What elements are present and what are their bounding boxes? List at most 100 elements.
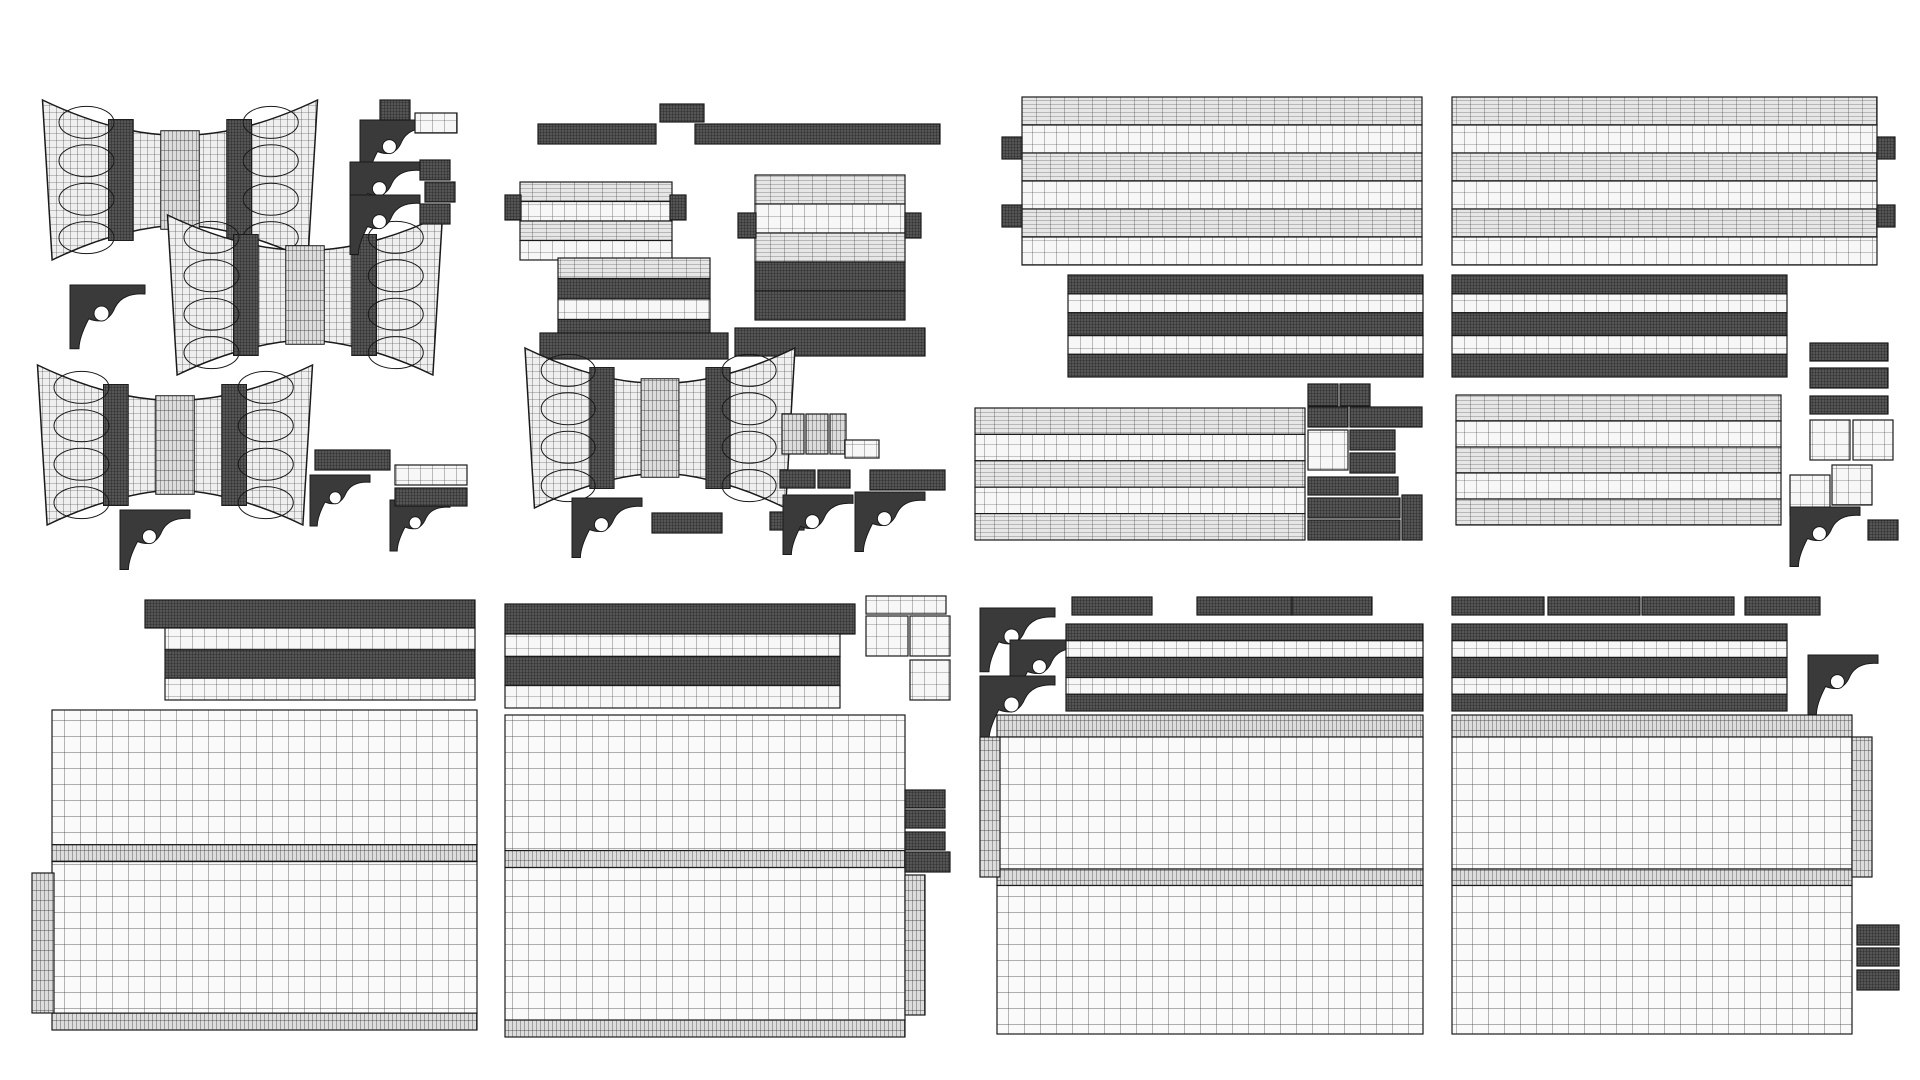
uv-island-60 [1307,406,1349,428]
uv-island-149 [1856,947,1900,967]
uv-island-40 [1021,96,1423,126]
uv-island-38 [651,512,723,534]
bowtie-island-3-lobe-l2 [53,447,110,481]
uv-island-6 [314,449,391,471]
uv-island-44 [1021,208,1423,238]
uv-island-29 [904,212,922,239]
uv-island-56 [974,486,1306,515]
uv-island-27 [754,290,906,321]
uv-island-48 [1067,274,1424,295]
uv-island-122 [1196,596,1293,616]
uv-island-64 [1349,452,1396,474]
uv-island-137 [1744,596,1821,616]
uv-island-123 [1291,596,1373,616]
bowtie-island-4-lobe-l1 [540,392,596,426]
uv-island-104 [504,603,856,635]
uv-island-35 [779,469,816,489]
scroll-bracket-icon-curl [328,491,342,505]
uv-island-31 [781,413,805,455]
uv-island-61 [1349,406,1423,428]
bowtie-island-3-band-right [221,384,247,506]
uv-island-50 [1067,312,1424,337]
bowtie-island-2-lobe-r2 [367,297,424,331]
uv-island-5 [419,203,451,225]
bowtie-island-1-band-right [226,119,252,241]
bowtie-island-2-lobe-l2 [183,297,240,331]
uv-island-23 [754,174,906,205]
uv-island-102 [51,1012,478,1031]
bowtie-island-4-lobe-r1 [721,392,777,426]
uv-island-28 [737,212,757,239]
bowtie-island-2-lobe-r3 [367,336,424,370]
bowtie-island-4-band-left [589,367,615,489]
uv-island-126 [1065,656,1424,679]
uv-island-97 [164,649,476,679]
uv-island-24 [754,203,906,234]
uv-island-125 [1065,640,1424,659]
bowtie-island-2-lobe-r1 [367,259,424,293]
uv-island-100 [51,844,478,863]
uv-island-86 [1455,498,1782,526]
bowtie-island-3-lobe-l3 [53,486,110,520]
uv-island-72 [1451,180,1878,210]
bowtie-island-3-lobe-l0 [53,370,110,404]
bowtie-island-3-lobe-r0 [237,370,294,404]
uv-island-115 [504,1019,906,1038]
scroll-bracket-icon-curl [1811,526,1827,542]
bowtie-island-1-lobe-l3 [58,221,115,255]
uv-island-15 [519,239,673,261]
bowtie-island-4-lobe-r0 [721,353,777,387]
uv-island-101 [51,860,478,1014]
uv-island-120 [904,851,951,873]
uv-island-79 [1451,312,1788,337]
uv-island-90 [1809,419,1851,461]
bowtie-island-1-lobe-l2 [58,182,115,216]
uv-island-49 [1067,293,1424,314]
uv-island-142 [1451,693,1788,712]
bowtie-island-3-core [155,395,195,495]
uv-island-30 [734,327,926,357]
bowtie-island-4-lobe-l0 [540,353,596,387]
bowtie-island-2-lobe-l3 [183,336,240,370]
uv-island-127 [1065,676,1424,695]
uv-island-74 [1451,236,1878,266]
uv-island-67 [1307,519,1401,541]
uv-island-2 [414,112,458,134]
uv-island-119 [904,831,946,851]
bowtie-island-1-lobe-r2 [242,182,299,216]
scroll-bracket-icon-curl [408,516,422,530]
uv-island-88 [1809,367,1889,389]
bowtie-island-4-lobe-r3 [721,469,777,503]
uv-island-112 [504,714,906,852]
uv-island-131 [996,868,1424,887]
uv-island-3 [419,159,451,181]
bowtie-island-1-lobe-l0 [58,105,115,139]
uv-island-37 [869,469,946,491]
scroll-bracket-icon-curl [1829,674,1845,690]
uv-island-128 [1065,693,1424,712]
uv-island-141 [1451,676,1788,695]
uv-island-1 [379,99,411,121]
uv-island-45 [1021,236,1423,266]
uv-island-150 [1856,969,1900,991]
uv-island-65 [1307,476,1399,496]
uv-island-129 [996,714,1424,738]
uv-island-43 [1021,180,1423,210]
uv-island-71 [1451,152,1878,182]
bowtie-island-2-band-left [233,234,259,356]
uv-island-146 [1451,884,1853,1035]
uv-island-59 [1339,383,1371,407]
uv-island-113 [504,849,906,869]
bowtie-island-4-lobe-l3 [540,469,596,503]
uv-island-118 [904,809,946,829]
uv-island-12 [519,181,673,203]
uv-island-114 [504,866,906,1021]
uv-island-55 [974,460,1306,488]
uv-island-7 [394,464,468,486]
bowtie-island-3-lobe-r2 [237,447,294,481]
uv-island-117 [904,789,946,809]
uv-island-140 [1451,656,1788,679]
uv-island-10 [659,103,705,123]
uv-island-47 [1001,204,1023,228]
uv-island-135 [1547,596,1641,616]
